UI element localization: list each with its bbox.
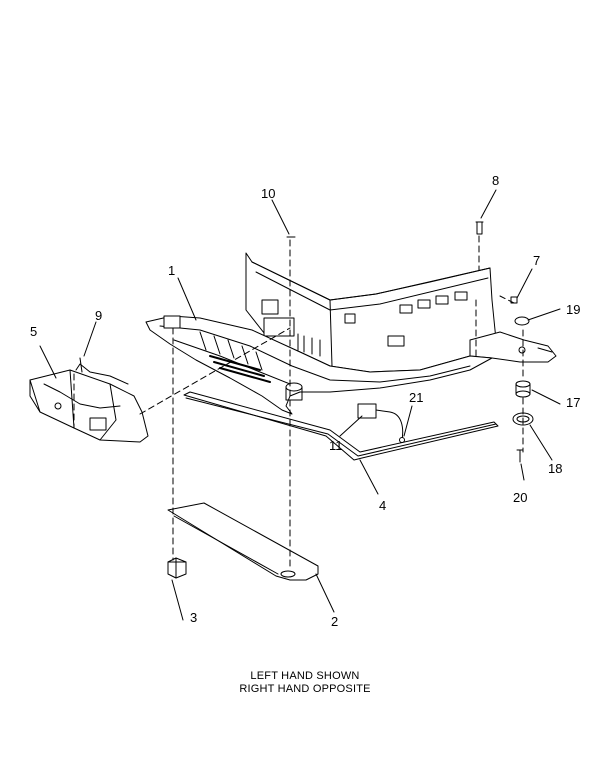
callout-10: 10 bbox=[261, 186, 275, 201]
leader-lines bbox=[39, 189, 561, 621]
part-8-bolt bbox=[475, 221, 484, 235]
part-3-clip bbox=[167, 557, 187, 579]
callout-1: 1 bbox=[168, 263, 175, 278]
part-20-fastener bbox=[516, 449, 524, 463]
part-17-grommet bbox=[515, 380, 531, 398]
callout-9: 9 bbox=[95, 308, 102, 323]
callout-21: 21 bbox=[409, 390, 423, 405]
callout-4: 4 bbox=[379, 498, 386, 513]
callout-2: 2 bbox=[331, 614, 338, 629]
part-2-lower-panel bbox=[167, 502, 319, 581]
callout-17: 17 bbox=[566, 395, 580, 410]
callout-18: 18 bbox=[548, 461, 562, 476]
callout-8: 8 bbox=[492, 173, 499, 188]
part-5-bracket bbox=[29, 363, 149, 443]
part-1-panel bbox=[145, 252, 557, 415]
callout-5: 5 bbox=[30, 324, 37, 339]
callout-20: 20 bbox=[513, 490, 527, 505]
part-11-sensor bbox=[357, 403, 405, 443]
callout-11: 11 bbox=[329, 438, 343, 453]
callout-labels: 1 2 3 4 5 7 8 9 10 11 17 18 19 20 21 bbox=[30, 173, 580, 629]
part-4-seal-strip bbox=[183, 391, 499, 461]
part-9-pin bbox=[79, 357, 83, 373]
callout-3: 3 bbox=[190, 610, 197, 625]
callout-7: 7 bbox=[533, 253, 540, 268]
part-19-washer bbox=[514, 316, 530, 326]
callout-19: 19 bbox=[566, 302, 580, 317]
caption-line-2: RIGHT HAND OPPOSITE bbox=[239, 683, 371, 695]
caption-line-1: LEFT HAND SHOWN bbox=[250, 670, 360, 682]
guide-lines bbox=[73, 235, 524, 569]
